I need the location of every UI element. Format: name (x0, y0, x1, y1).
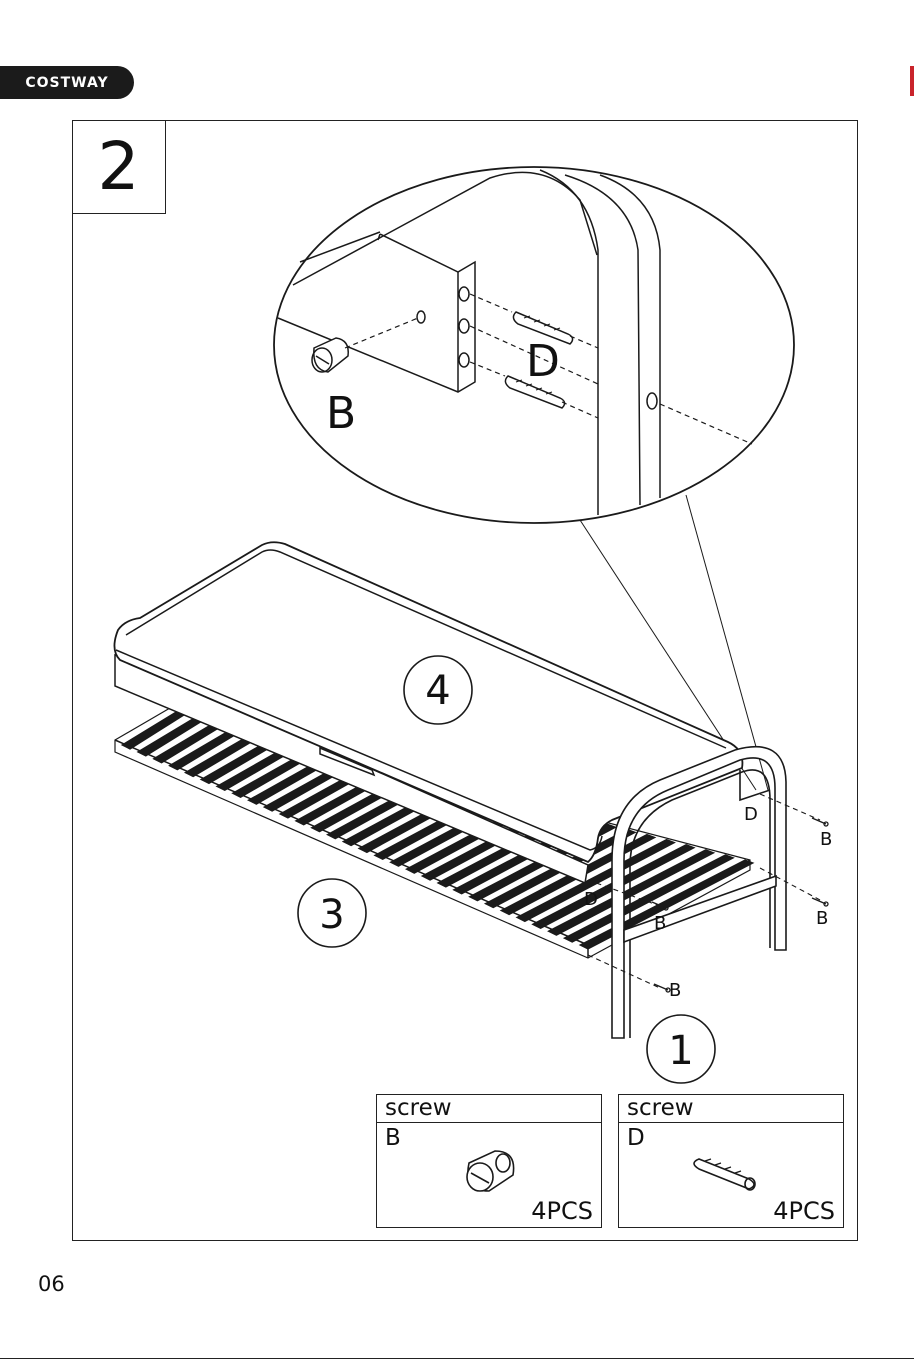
component-number-3: 3 (319, 892, 344, 938)
parts-box-screw-b: screw B 4PCS (376, 1094, 602, 1228)
zoom-label-d: D (526, 336, 560, 387)
parts-box-quantity: 4PCS (531, 1197, 593, 1225)
parts-box-screw-d: screw D 4PCS (618, 1094, 844, 1228)
bottom-rule (0, 1358, 914, 1359)
component-number-1: 1 (668, 1028, 693, 1074)
label-d-lower: D (584, 889, 598, 910)
label-b-bottom: B (669, 980, 681, 1001)
page-number: 06 (38, 1272, 65, 1296)
label-b-mid: B (654, 913, 666, 934)
zoom-label-b: B (326, 388, 356, 439)
label-b-right-upper: B (820, 829, 832, 850)
parts-box-quantity: 4PCS (773, 1197, 835, 1225)
label-b-right-lower: B (816, 908, 828, 929)
label-d-upper: D (744, 804, 758, 825)
component-number-4: 4 (425, 668, 450, 714)
